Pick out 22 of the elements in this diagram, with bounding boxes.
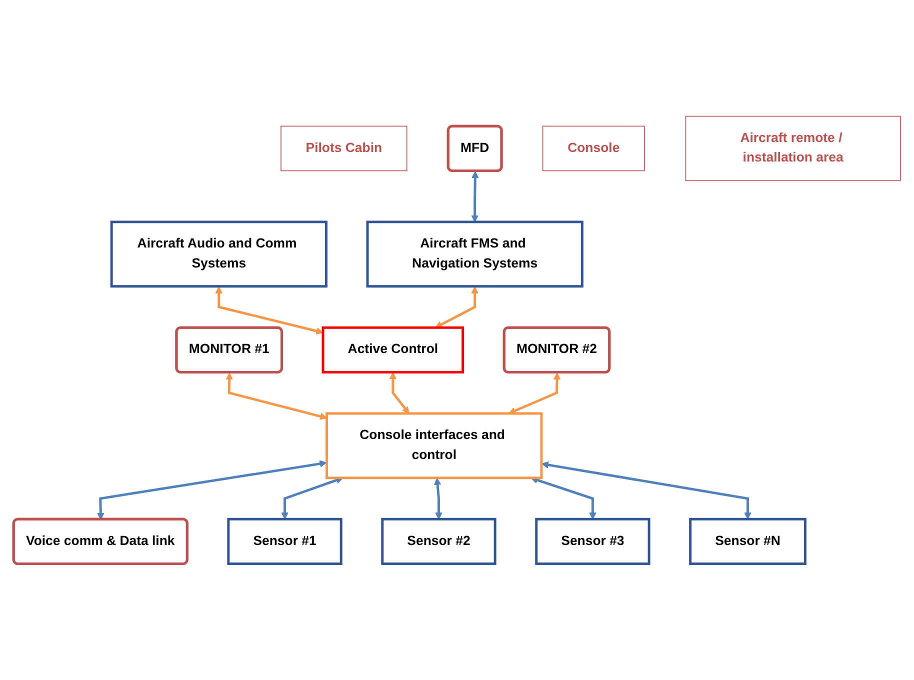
arrow [508, 372, 561, 414]
node-box: Aircraft Audio and Comm Systems [110, 220, 328, 288]
arrow [435, 286, 478, 328]
arrow [471, 171, 479, 222]
node-box: Aircraft FMS and Navigation Systems [366, 220, 584, 288]
node-box: Console interfaces and control [326, 412, 543, 480]
arrow [530, 476, 596, 520]
arrow [281, 476, 344, 520]
node-box: Sensor #2 [381, 518, 496, 565]
node-box: Sensor #3 [535, 518, 650, 565]
arrow [434, 478, 442, 520]
node-box: Aircraft remote / installation area [685, 116, 901, 182]
node-box: Active Control [322, 326, 464, 374]
node-box: Console [542, 126, 645, 172]
node-box: Pilots Cabin [280, 126, 408, 172]
arrow [226, 372, 328, 420]
arrow [97, 460, 327, 520]
node-box: Sensor #1 [227, 518, 342, 565]
arrow [541, 461, 752, 520]
arrow [215, 286, 324, 335]
node-box: Sensor #N [689, 518, 806, 565]
arrow [389, 372, 410, 414]
